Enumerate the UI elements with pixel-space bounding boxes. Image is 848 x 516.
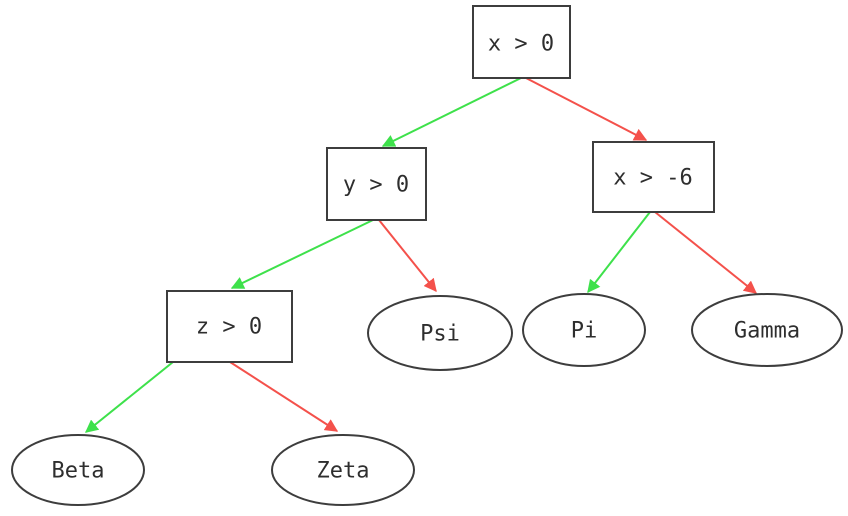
edge-z-gt-0-to-zeta-false	[229, 361, 339, 432]
decision-node-x-gt-neg6-box	[592, 141, 715, 213]
leaf-node-psi: Psi	[367, 295, 513, 371]
leaf-node-gamma: Gamma	[691, 293, 843, 367]
decision-node-x-gt-0: x > 0	[472, 5, 571, 79]
edge-y-gt-0-to-psi-false	[378, 219, 437, 293]
leaf-node-beta: Beta	[11, 434, 145, 506]
leaf-node-psi-shape	[367, 295, 513, 371]
decision-node-y-gt-0-box	[326, 147, 427, 221]
leaf-node-pi: Pi	[522, 293, 646, 367]
leaf-node-psi-label: Psi	[420, 322, 460, 347]
decision-node-z-gt-0: z > 0	[166, 290, 293, 363]
edge-x-gt-neg6-to-gamma-false	[654, 211, 758, 294]
leaf-node-beta-label: Beta	[52, 459, 105, 484]
leaf-node-pi-shape	[522, 293, 646, 367]
decision-node-z-gt-0-box	[166, 290, 293, 363]
decision-node-y-gt-0-label: y > 0	[343, 173, 409, 198]
edge-y-gt-0-to-z-gt-0-true	[230, 219, 374, 289]
decision-node-x-gt-0-box	[472, 5, 571, 79]
leaf-node-beta-shape	[11, 434, 145, 506]
decision-node-x-gt-0-label: x > 0	[488, 32, 554, 57]
decision-node-x-gt-neg6: x > -6	[592, 141, 715, 213]
decision-node-y-gt-0: y > 0	[326, 147, 427, 221]
leaf-node-zeta-shape	[271, 434, 415, 506]
edge-z-gt-0-to-beta-true	[84, 361, 174, 433]
decision-node-z-gt-0-label: z > 0	[196, 315, 262, 340]
leaf-node-gamma-label: Gamma	[734, 319, 800, 344]
leaf-node-zeta-label: Zeta	[317, 459, 370, 484]
decision-node-x-gt-neg6-label: x > -6	[613, 166, 692, 191]
edge-root-to-x-gt-neg6-false	[525, 77, 648, 141]
edge-x-gt-neg6-to-pi-true	[587, 211, 651, 294]
leaf-node-zeta: Zeta	[271, 434, 415, 506]
edge-root-to-y-gt-0-true	[381, 77, 522, 147]
leaf-node-gamma-shape	[691, 293, 843, 367]
leaf-node-pi-label: Pi	[571, 319, 598, 344]
